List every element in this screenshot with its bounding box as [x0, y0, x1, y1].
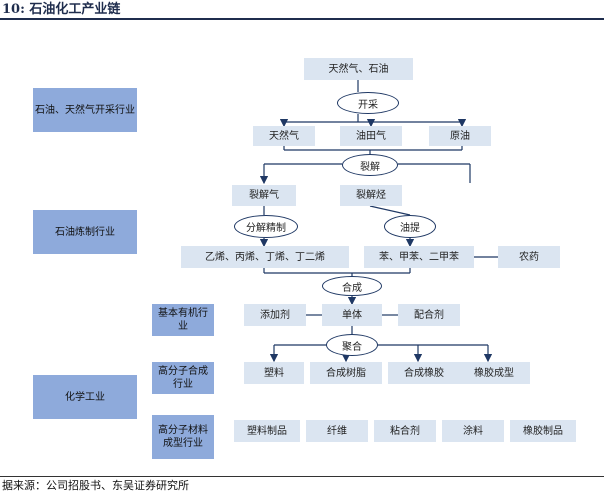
node-plastic-products: 塑料制品	[234, 420, 300, 442]
node-complexing-agent: 配合剂	[398, 304, 460, 326]
node-cracked-gas: 裂解气	[232, 185, 296, 206]
process-polymerization: 聚合	[326, 334, 378, 356]
category-refining: 石油炼制行业	[33, 210, 137, 254]
node-rubber-products: 橡胶制品	[510, 420, 576, 442]
line-hydrocarbon-to-oil-extraction	[369, 205, 411, 216]
node-rubber-forming: 橡胶成型	[458, 362, 530, 384]
category-extraction: 石油、天然气开采行业	[33, 88, 137, 132]
source-note: 据来源：公司招股书、东吴证券研究所	[0, 476, 604, 497]
category-polymer-forming: 高分子材料成型行业	[152, 415, 214, 459]
node-oilfield-gas: 油田气	[340, 126, 402, 146]
process-synthesis: 合成	[322, 276, 382, 296]
process-fractionation: 分解精制	[234, 215, 298, 238]
node-coating: 涂料	[442, 420, 504, 442]
figure-title: 10: 石油化工产业链	[0, 0, 604, 20]
node-pesticide: 农药	[498, 246, 560, 268]
process-oil-extraction: 油提	[384, 215, 436, 238]
node-olefins: 乙烯、丙烯、丁烯、丁二烯	[181, 246, 349, 268]
node-cracked-hydrocarbon: 裂解烃	[340, 185, 402, 206]
node-additive: 添加剂	[244, 304, 306, 326]
node-natural-gas: 天然气	[253, 126, 315, 146]
node-synthetic-resin: 合成树脂	[310, 362, 382, 384]
category-chemical: 化学工业	[33, 375, 137, 419]
category-basic-organic: 基本有机行业	[152, 304, 214, 336]
node-aromatics: 苯、甲苯、二甲苯	[364, 246, 474, 268]
node-monomer: 单体	[322, 304, 382, 326]
node-raw-materials: 天然气、石油	[304, 58, 413, 80]
process-cracking: 裂解	[342, 154, 398, 176]
node-adhesive: 粘合剂	[374, 420, 436, 442]
process-extraction: 开采	[337, 92, 399, 114]
node-synthetic-rubber: 合成橡胶	[388, 362, 460, 384]
node-plastic: 塑料	[244, 362, 304, 384]
category-polymer-synthesis: 高分子合成行业	[152, 362, 214, 394]
node-fiber: 纤维	[306, 420, 368, 442]
node-crude-oil: 原油	[429, 126, 491, 146]
